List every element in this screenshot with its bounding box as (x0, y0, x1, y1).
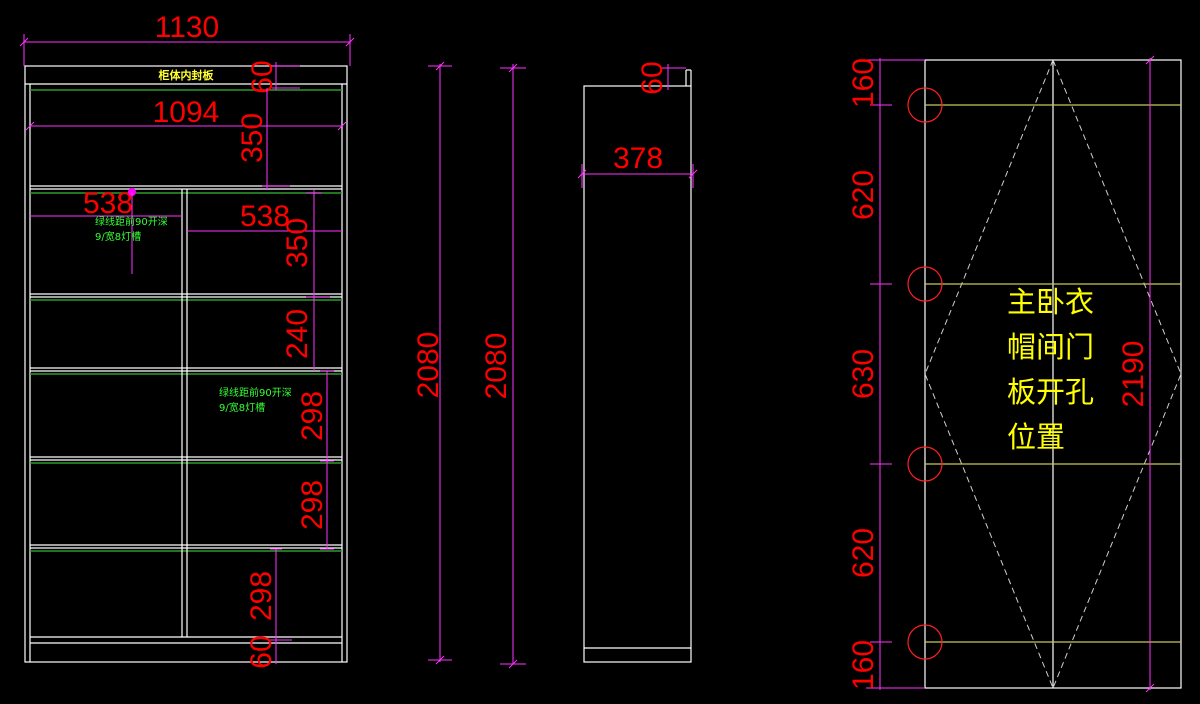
side-outline (583, 85, 692, 663)
tick (435, 61, 445, 71)
hinge-hole (907, 266, 943, 302)
height-text-2: 2080 (480, 333, 513, 400)
right-col-text: 538 (240, 200, 290, 233)
cabinet-outline (24, 65, 348, 663)
height-dimensions: 2080 2080 (412, 61, 526, 669)
led-note-1-line1: 绿线距前90开深 (95, 215, 168, 228)
left-col-text: 538 (83, 187, 133, 220)
door-title-line1: 主卧衣 (1007, 285, 1094, 319)
width-overall-text: 1130 (155, 11, 220, 44)
hinge-hole (907, 446, 943, 482)
depth-text: 378 (613, 142, 663, 175)
width-inner-text: 1094 (153, 96, 220, 129)
door-title-line3: 板开孔 (1007, 375, 1094, 409)
bottom-text: 60 (245, 635, 278, 668)
shelf-3-text: 298 (296, 391, 329, 441)
top-gap-text: 350 (236, 113, 269, 163)
hinge-hole (907, 624, 943, 660)
tick (508, 659, 518, 669)
tick (435, 655, 445, 665)
shelf-1-text: 350 (281, 218, 314, 268)
tick (1145, 55, 1155, 65)
door-height-text: 2190 (1117, 341, 1150, 408)
hinge-hole (907, 87, 943, 123)
tick (1145, 683, 1155, 693)
tick (25, 121, 35, 131)
shelf-5-text: 298 (245, 571, 278, 621)
led-note-1-line2: 9/宽8灯槽 (95, 230, 141, 243)
shelf-2-text: 240 (281, 309, 314, 359)
side-view: 378 60 (577, 61, 698, 663)
height-text-1: 2080 (412, 332, 445, 399)
led-note-2-line2: 9/宽8灯槽 (219, 401, 265, 414)
door-title-line2: 帽间门 (1007, 330, 1094, 364)
door-view: 160 620 630 620 160 2190 主卧衣 帽间门 板开孔 位置 (847, 55, 1182, 693)
front-view: 1130 柜体内封板 1094 (19, 11, 355, 669)
tick (19, 37, 29, 47)
tick (688, 169, 698, 179)
door-diamond (924, 59, 1182, 690)
door-seg-4: 620 (847, 528, 880, 578)
tick (508, 63, 518, 73)
side-top-text: 60 (636, 61, 669, 94)
tick (577, 169, 587, 179)
door-seg-2: 620 (847, 170, 880, 220)
top-board-text: 60 (246, 60, 279, 93)
tick (345, 37, 355, 47)
top-board-label: 柜体内封板 (158, 68, 215, 82)
led-note-2-line1: 绿线距前90开深 (219, 386, 292, 399)
door-seg-3: 630 (847, 349, 880, 399)
tick (337, 121, 347, 131)
shelf-4-text: 298 (296, 480, 329, 530)
door-seg-5: 160 (847, 640, 880, 690)
door-title-line4: 位置 (1007, 420, 1065, 454)
door-seg-1: 160 (847, 58, 880, 108)
